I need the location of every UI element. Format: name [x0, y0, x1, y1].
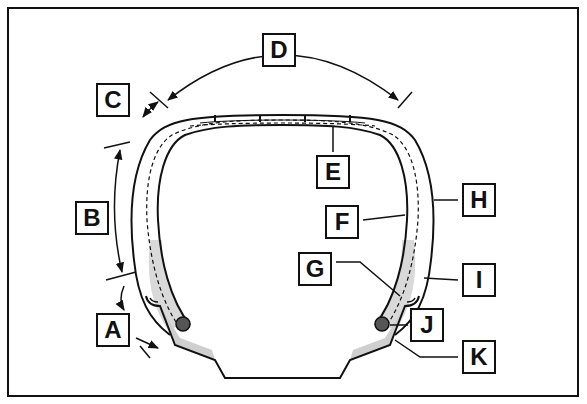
callout-letter: A	[104, 318, 121, 342]
dimension-tick	[106, 272, 136, 280]
inner-liner	[158, 125, 408, 325]
callout-letter: D	[270, 38, 287, 62]
bead-core	[176, 317, 190, 331]
sidewall-dimension	[114, 150, 122, 272]
callout-letter: H	[470, 188, 487, 212]
callout-box: K	[462, 340, 496, 374]
callout-letter: E	[325, 160, 341, 184]
callout-box: I	[462, 263, 496, 297]
dimension-tick	[104, 142, 130, 148]
callout-box: F	[325, 205, 359, 239]
callout-letter: B	[83, 206, 100, 230]
callout-box: C	[96, 83, 130, 117]
bead-dimension	[121, 286, 124, 310]
callout-letter: K	[470, 345, 487, 369]
callout-letter: I	[476, 268, 483, 292]
frame	[8, 8, 578, 396]
dimension-tick	[398, 92, 412, 108]
callout-box: A	[96, 313, 130, 347]
callout-letter: C	[104, 88, 121, 112]
belt	[190, 123, 375, 126]
callout-box: B	[75, 201, 109, 235]
callout-box: H	[462, 183, 496, 217]
belt	[200, 120, 365, 123]
tread-grooves	[215, 115, 350, 122]
carcass-ply	[147, 120, 419, 328]
callout-box: G	[298, 252, 332, 286]
rim-flange	[407, 298, 415, 302]
bead-core	[375, 317, 389, 331]
rim-flange	[150, 298, 158, 302]
callout-box: D	[262, 33, 296, 67]
leader-lines	[136, 126, 458, 358]
callout-letter: G	[306, 257, 325, 281]
tire-outer	[131, 115, 433, 335]
shoulder-dimension	[143, 102, 158, 117]
callout-letter: J	[420, 313, 433, 337]
callout-box: J	[410, 308, 444, 342]
callout-box: E	[316, 155, 350, 189]
rim	[146, 296, 419, 378]
callout-letter: F	[335, 210, 350, 234]
